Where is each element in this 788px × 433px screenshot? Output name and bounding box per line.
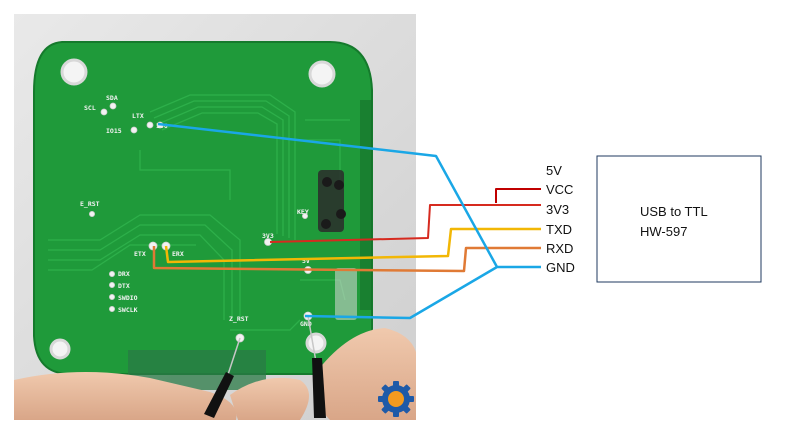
- silk-dtx: DTX: [118, 282, 130, 290]
- pin-label-gnd: GND: [546, 260, 575, 275]
- silk-swdio: SWDIO: [118, 294, 138, 302]
- silk-erx: ERX: [172, 250, 184, 258]
- pin-label-5v: 5V: [546, 163, 562, 178]
- silk-etx: ETX: [134, 250, 146, 258]
- wires: [152, 122, 541, 320]
- module-model: HW-597: [640, 224, 687, 239]
- hands-and-probes: [14, 315, 416, 420]
- usb-ttl-module: USB to TTL HW-597: [596, 155, 762, 283]
- pin-label-vcc: VCC: [546, 182, 573, 197]
- silk-z-rst: Z_RST: [229, 315, 249, 323]
- wire-3v3: [269, 204, 541, 243]
- wire-gnd: [157, 122, 541, 320]
- silk-swclk: SWCLK: [118, 306, 138, 314]
- gear-icon: [378, 381, 414, 417]
- components: [318, 170, 357, 320]
- photo: SCL SDA IO15 LTX IO0 E_RST KEY 3V3 ETX E…: [14, 14, 416, 420]
- wire-rxd: [152, 246, 541, 273]
- silk-drx: DRX: [118, 270, 130, 278]
- mount-holes: [49, 58, 336, 360]
- silk-io15: IO15: [106, 127, 122, 135]
- silk-sda: SDA: [106, 94, 118, 102]
- silk-ltx: LTX: [132, 112, 144, 120]
- silk-io0: IO0: [156, 122, 168, 130]
- silk-3v3: 3V3: [262, 232, 274, 240]
- module-name: USB to TTL: [640, 204, 708, 219]
- silk-e-rst: E_RST: [80, 200, 100, 208]
- silk-key: KEY: [297, 208, 309, 216]
- pads: [89, 102, 313, 343]
- silkscreen-labels: SCL SDA IO15 LTX IO0 E_RST KEY 3V3 ETX E…: [80, 94, 312, 328]
- silk-gnd: GND: [300, 320, 312, 328]
- connector-pin-labels: 5V VCC 3V3 TXD RXD GND: [546, 163, 575, 275]
- pin-label-txd: TXD: [546, 222, 572, 237]
- wire-vcc: [495, 188, 541, 203]
- pin-label-rxd: RXD: [546, 241, 573, 256]
- silk-5v: 5V: [302, 257, 310, 265]
- silk-scl: SCL: [84, 104, 96, 112]
- wire-txd: [164, 227, 541, 264]
- pin-label-3v3: 3V3: [546, 202, 569, 217]
